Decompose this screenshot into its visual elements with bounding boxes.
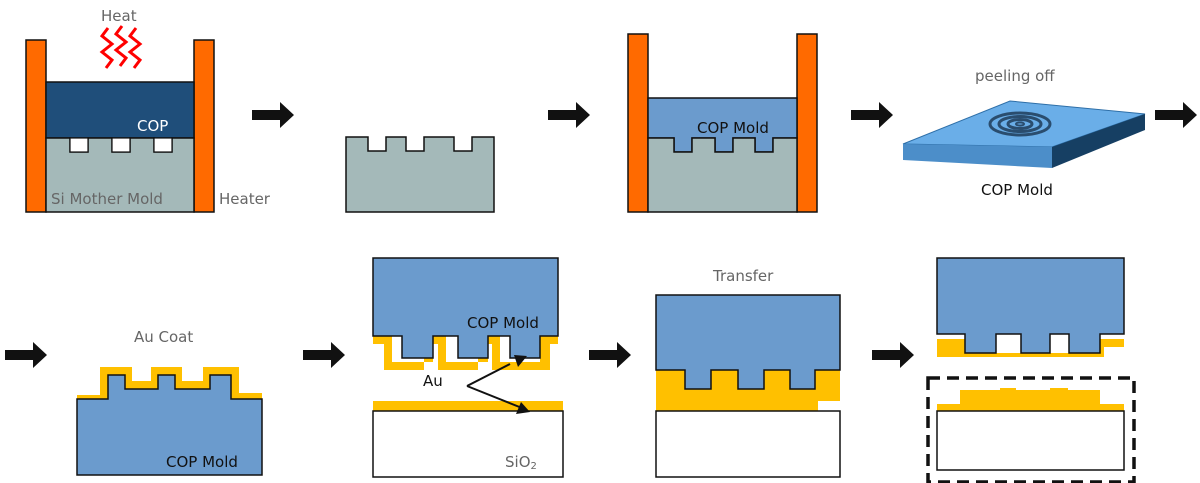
heater-left — [627, 33, 649, 213]
gold-pattern — [937, 388, 1124, 411]
cop-mold-aligned — [372, 257, 559, 359]
cop-mold-label: COP Mold — [981, 181, 1053, 199]
process-arrow — [303, 342, 345, 368]
cop-label: COP — [137, 117, 168, 135]
sio2-substrate — [372, 410, 564, 478]
step-align-substrate: COP Mold Au SiO2 — [372, 257, 564, 478]
heater-left — [25, 39, 47, 213]
step-hot-embossing: Heat COP Si Mother Mold Heater — [25, 7, 271, 213]
step-peeling-off: peeling off COP Mold — [902, 67, 1146, 199]
step-cop-mold-formed: COP Mold — [627, 33, 818, 213]
cop-fill-3 — [153, 137, 173, 153]
transfer-label: Transfer — [712, 267, 774, 285]
au-coat-label: Au Coat — [134, 328, 193, 346]
gold-transfer-layer — [656, 370, 840, 411]
process-arrow — [252, 102, 294, 128]
step-transfer: Transfer — [655, 267, 841, 478]
process-arrow — [851, 102, 893, 128]
cop-mold-label: COP Mold — [697, 119, 769, 137]
au-pointer-arrows — [466, 363, 523, 409]
process-arrow — [1155, 102, 1197, 128]
sio2-substrate — [936, 410, 1125, 471]
process-arrow — [548, 102, 590, 128]
concentric-rings-icon — [988, 111, 1052, 137]
cop-mold-coated — [76, 374, 263, 476]
cop-mold-released — [936, 257, 1125, 354]
gold-film — [373, 401, 563, 411]
arrowhead — [514, 355, 527, 367]
arrowhead — [516, 402, 530, 414]
si-mother-mold-label: Si Mother Mold — [51, 190, 163, 208]
sio2-label: SiO2 — [505, 453, 537, 472]
heater-right — [193, 39, 215, 213]
heat-icon — [99, 25, 143, 69]
process-arrow — [589, 342, 631, 368]
cop-block — [45, 81, 195, 139]
cop-fill-1 — [69, 137, 89, 153]
au-label: Au — [423, 372, 443, 390]
process-arrow — [5, 342, 47, 368]
result-highlight-box — [926, 376, 1136, 483]
plate-front — [903, 144, 1052, 168]
si-mold-standalone — [345, 136, 495, 213]
sio2-substrate — [655, 410, 841, 478]
peeling-off-label: peeling off — [975, 67, 1055, 85]
cop-fill-2 — [111, 137, 131, 153]
cop-mold-label: COP Mold — [467, 314, 539, 332]
step-au-coat: Au Coat COP Mold — [76, 328, 263, 476]
heat-label: Heat — [101, 7, 137, 25]
heater-right — [796, 33, 818, 213]
heater-label: Heater — [219, 190, 271, 208]
cop-mold-transfer — [655, 294, 841, 390]
step-final — [926, 257, 1136, 483]
process-arrow — [872, 342, 914, 368]
plate-side — [1052, 114, 1145, 168]
cop-mold-label: COP Mold — [166, 453, 238, 471]
gold-coating — [373, 334, 558, 370]
si-mother-mold — [647, 137, 798, 213]
